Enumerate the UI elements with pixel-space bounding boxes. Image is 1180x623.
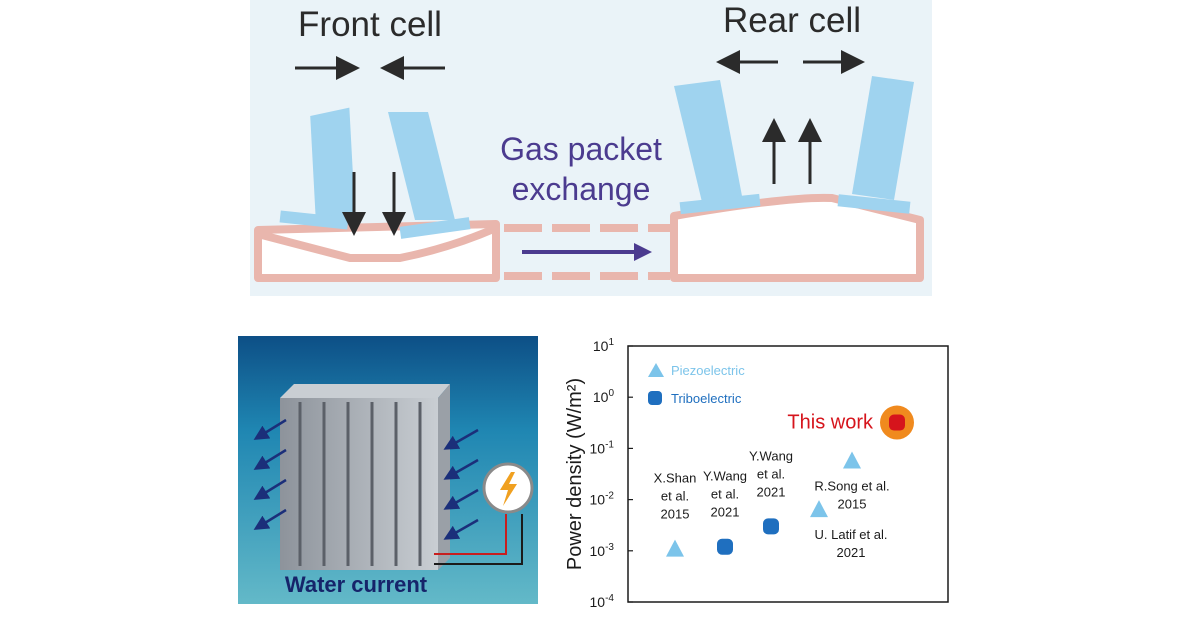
front-cell-left-foot bbox=[279, 210, 349, 230]
chart-points: X.Shan et al. 2015 Y.Wang et al. 2021 Y.Wang et… bbox=[654, 405, 914, 560]
this-work-label: This work bbox=[787, 412, 874, 434]
device-top-face bbox=[280, 384, 450, 398]
exchange-label-line1: Gas packet bbox=[500, 131, 662, 167]
rear-cell-left-foot bbox=[679, 193, 761, 215]
point-label: Y.Wang bbox=[749, 448, 793, 463]
front-cell-label: Front cell bbox=[298, 5, 442, 44]
point-this-work bbox=[889, 414, 905, 431]
point-label: 2021 bbox=[757, 484, 786, 499]
black-wire bbox=[434, 514, 523, 565]
rear-cell-label: Rear cell bbox=[723, 1, 861, 40]
point-label: Y.Wang bbox=[703, 469, 747, 484]
front-cell-right-foot bbox=[399, 217, 471, 239]
y-tick-label: 10-3 bbox=[590, 542, 615, 559]
point-piezoelectric bbox=[810, 500, 828, 518]
device-side-face bbox=[438, 384, 450, 570]
y-tick-base: 10 bbox=[593, 338, 609, 354]
point-label: 2015 bbox=[838, 497, 867, 512]
underwater-svg: Water current bbox=[238, 336, 538, 604]
front-cell-right-bar bbox=[388, 112, 455, 220]
point-label: 2015 bbox=[661, 507, 690, 522]
point-piezoelectric bbox=[843, 451, 861, 469]
flow-arrows bbox=[253, 418, 479, 540]
y-tick-base: 10 bbox=[590, 543, 606, 559]
exchange-arrow-head bbox=[634, 243, 652, 261]
point-label: et al. bbox=[757, 466, 785, 481]
front-cell-chamber bbox=[254, 220, 500, 282]
point-label: U. Latif et al. bbox=[815, 527, 888, 542]
rear-cell-left-bar bbox=[674, 80, 742, 202]
y-tick-label: 10-1 bbox=[590, 439, 615, 456]
lightning-bolt-icon bbox=[482, 462, 534, 514]
rear-cell-right-foot bbox=[837, 194, 911, 214]
point-label: X.Shan bbox=[654, 471, 697, 486]
y-axis-label: Power density (W/m²) bbox=[564, 378, 586, 570]
y-tick-label: 101 bbox=[593, 337, 615, 354]
legend-label: Triboelectric bbox=[671, 391, 742, 406]
y-tick-label: 100 bbox=[593, 388, 615, 405]
y-tick-label: 10-4 bbox=[590, 593, 615, 610]
y-tick-exponent: 1 bbox=[608, 337, 614, 348]
point-label: 2021 bbox=[837, 545, 866, 560]
y-tick-base: 10 bbox=[590, 594, 606, 610]
point-triboelectric bbox=[763, 518, 779, 535]
point-label: R.Song et al. bbox=[814, 479, 889, 494]
y-tick-base: 10 bbox=[593, 389, 609, 405]
device-front-face bbox=[280, 398, 438, 570]
gas-exchange-diagram: Front cell Rear cell Gas packet exchange bbox=[250, 0, 932, 296]
y-tick-label: 10-2 bbox=[590, 491, 615, 508]
rear-cell-right-bar bbox=[852, 76, 914, 200]
legend-marker-triangle bbox=[648, 363, 664, 377]
point-label: et al. bbox=[711, 487, 739, 502]
red-wire bbox=[434, 514, 507, 555]
y-tick-exponent: -1 bbox=[605, 439, 614, 450]
point-triboelectric bbox=[717, 538, 733, 555]
exchange-label-line2: exchange bbox=[512, 171, 651, 207]
device-plates bbox=[298, 402, 422, 566]
y-tick-exponent: 0 bbox=[608, 388, 614, 399]
y-tick-exponent: -3 bbox=[605, 542, 614, 553]
point-label: et al. bbox=[661, 489, 689, 504]
underwater-device-illustration: Water current bbox=[238, 336, 538, 604]
point-label: 2021 bbox=[711, 505, 740, 520]
point-piezoelectric bbox=[666, 539, 684, 557]
y-tick-base: 10 bbox=[590, 492, 606, 508]
front-cell-membrane bbox=[257, 224, 498, 262]
y-tick-exponent: -4 bbox=[605, 593, 614, 604]
front-cell-left-bar bbox=[310, 107, 356, 226]
legend-marker-square bbox=[648, 391, 662, 405]
chart-frame bbox=[627, 345, 949, 603]
y-tick-exponent: -2 bbox=[605, 491, 614, 502]
y-tick-base: 10 bbox=[590, 440, 606, 456]
legend-label: Piezoelectric bbox=[671, 363, 745, 378]
water-current-caption: Water current bbox=[285, 572, 428, 597]
gas-exchange-svg: Front cell Rear cell Gas packet exchange bbox=[254, 1, 924, 282]
chart-svg: Power density (W/m²) 10110010-110-210-31… bbox=[564, 337, 949, 610]
